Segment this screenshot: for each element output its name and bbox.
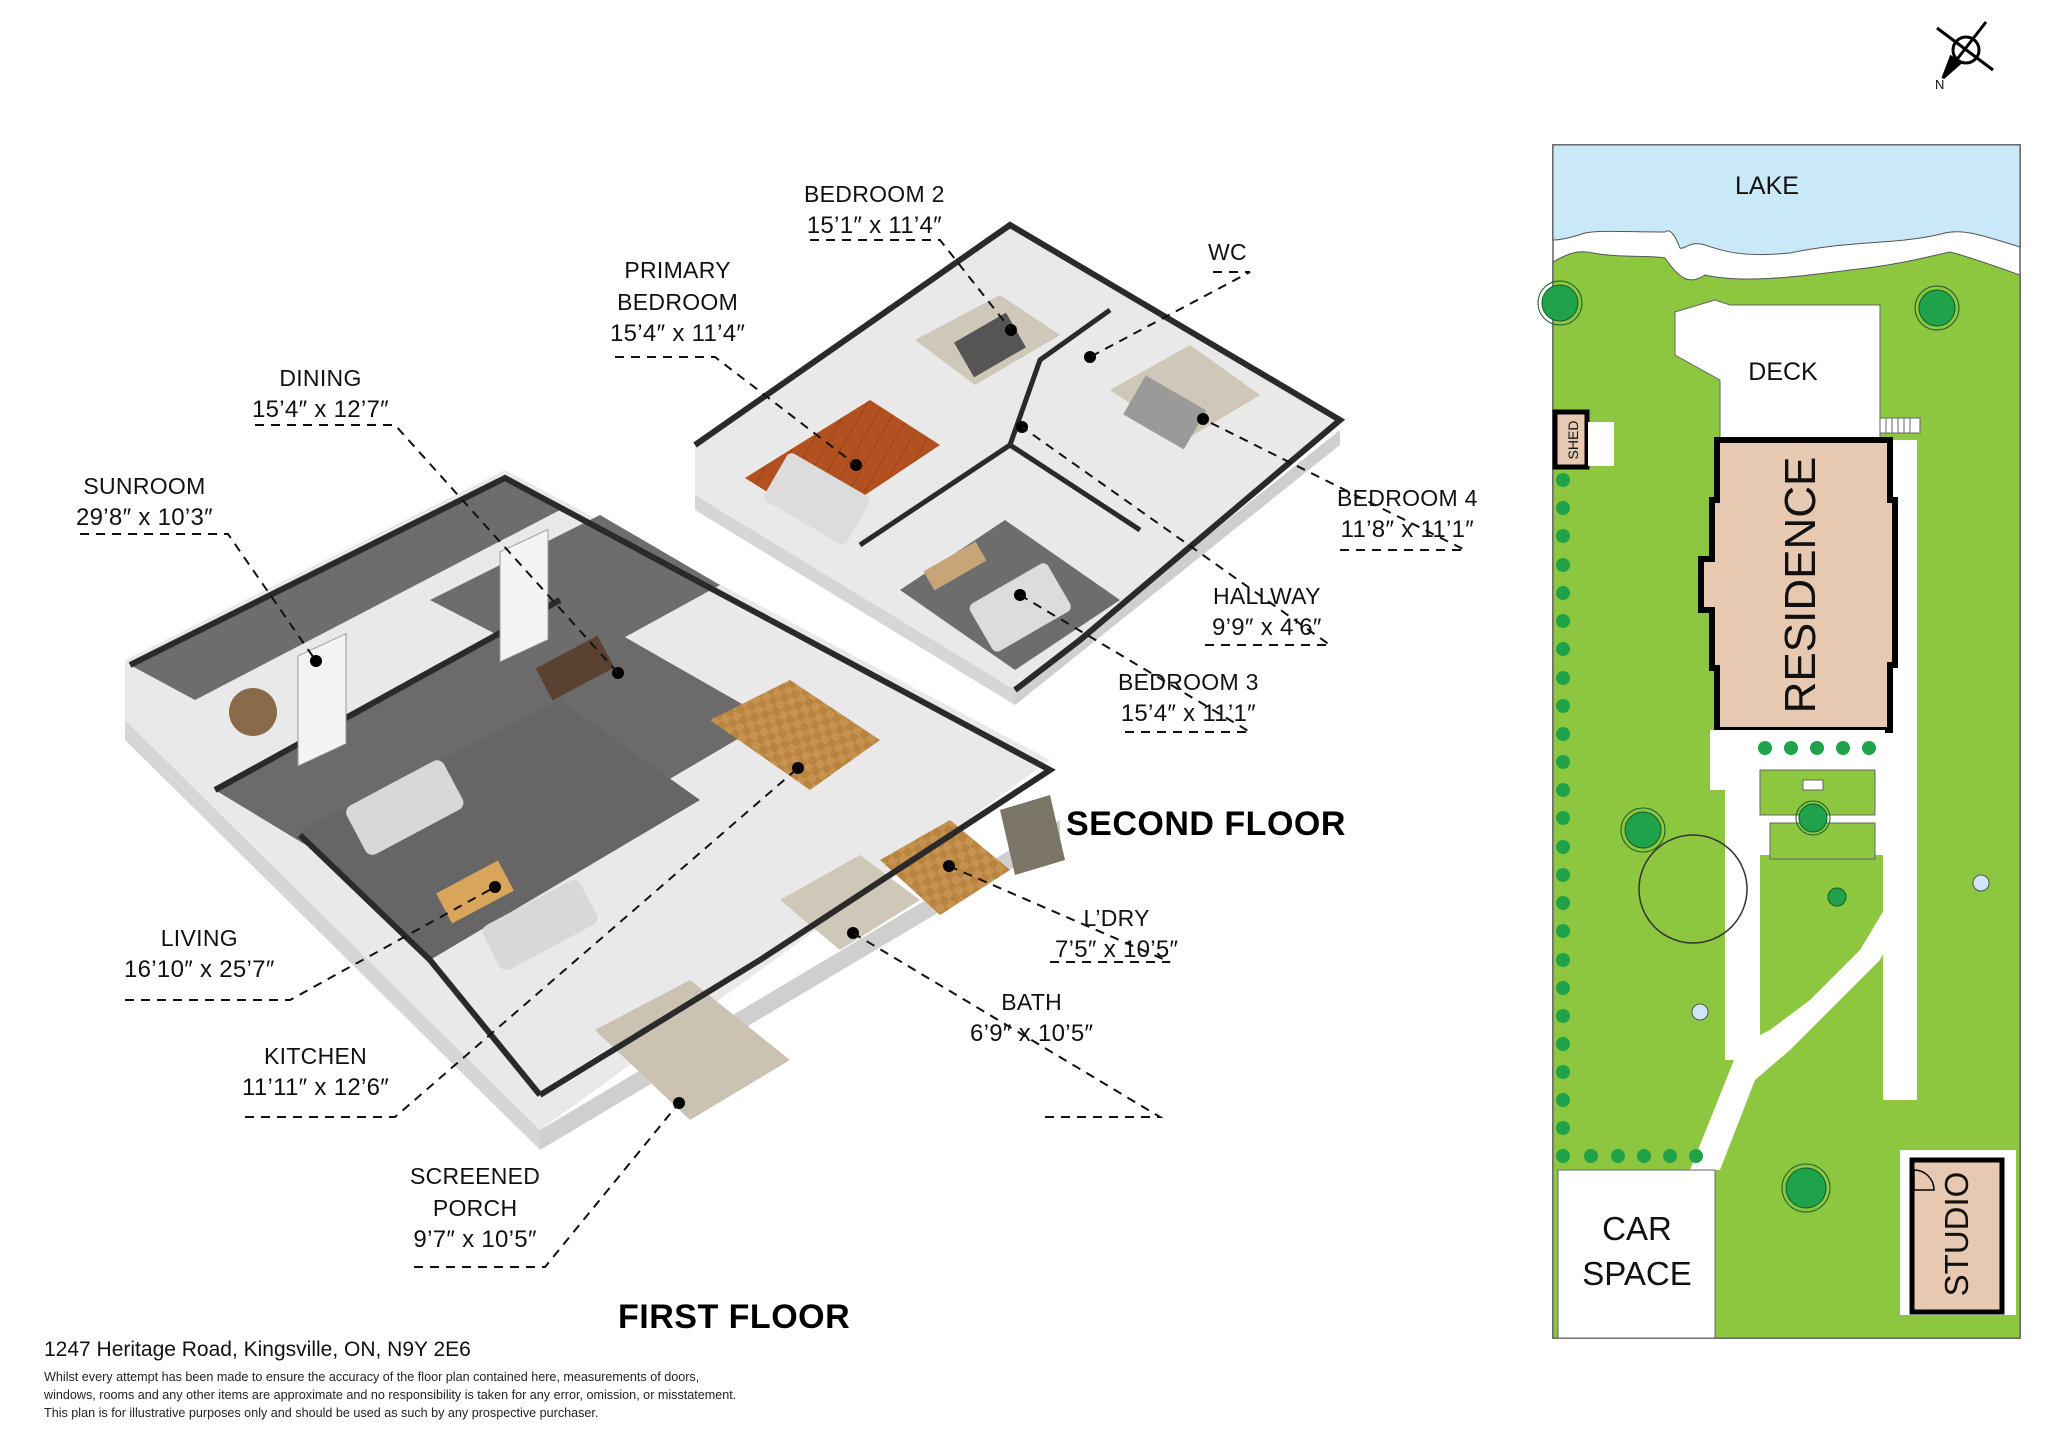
site-plan: LAKE DECK SHED RESIDENCE CAR SPACE STUDI… bbox=[1537, 144, 2021, 1339]
room-name: KITCHEN bbox=[264, 1043, 368, 1069]
room-label-bedroom-2: BEDROOM 2 15’1″ x 11’4″ bbox=[804, 178, 945, 242]
room-label-kitchen: KITCHEN 11’11″ x 12’6″ bbox=[242, 1040, 389, 1104]
room-name: WC bbox=[1208, 239, 1247, 265]
car-space-label-2: SPACE bbox=[1582, 1255, 1691, 1292]
room-name-line1: PRIMARY bbox=[624, 257, 731, 283]
wc-marker bbox=[1084, 351, 1096, 363]
north-compass-icon bbox=[1936, 21, 1994, 80]
room-dimensions: 15’4″ x 11’4″ bbox=[610, 320, 746, 347]
compass-north-label: N bbox=[1935, 77, 1945, 92]
room-name: LIVING bbox=[160, 925, 238, 951]
room-label-screened-porch: SCREENED PORCH 9’7″ x 10’5″ bbox=[410, 1160, 540, 1256]
room-label-dining: DINING 15’4″ x 12’7″ bbox=[252, 362, 389, 426]
room-label-wc: WC bbox=[1208, 236, 1247, 268]
room-name: SUNROOM bbox=[83, 473, 206, 499]
room-dimensions: 15’4″ x 11’1″ bbox=[1120, 700, 1256, 727]
car-space bbox=[1557, 1169, 1716, 1339]
disclaimer-line: Whilst every attempt has been made to en… bbox=[44, 1370, 700, 1384]
room-name-line1: SCREENED bbox=[410, 1163, 541, 1189]
living-marker bbox=[489, 881, 501, 893]
room-name: HALLWAY bbox=[1212, 583, 1321, 609]
first-floor-title: FIRST FLOOR bbox=[618, 1298, 851, 1336]
room-label-bedroom-3: BEDROOM 3 15’4″ x 11’1″ bbox=[1118, 666, 1259, 730]
room-dimensions: 11’11″ x 12’6″ bbox=[242, 1074, 390, 1101]
room-label-living: LIVING 16’10″ x 25’7″ bbox=[124, 922, 275, 986]
room-dimensions: 6’9″ x 10’5″ bbox=[970, 1020, 1094, 1047]
disclaimer-line: This plan is for illustrative purposes o… bbox=[44, 1406, 599, 1420]
lake bbox=[1552, 144, 2021, 256]
kitchen-floor bbox=[710, 680, 880, 790]
room-label-sunroom: SUNROOM 29’8″ x 10’3″ bbox=[76, 470, 213, 534]
porch-floor bbox=[595, 980, 790, 1120]
property-address: 1247 Heritage Road, Kingsville, ON, N9Y … bbox=[44, 1338, 471, 1361]
disclaimer: Whilst every attempt has been made to en… bbox=[44, 1368, 864, 1422]
room-label-laundry: L’DRY 7’5″ x 10’5″ bbox=[1055, 902, 1178, 966]
studio-label: STUDIO bbox=[1938, 1172, 1975, 1297]
room-dimensions: 29’8″ x 10’3″ bbox=[76, 504, 213, 531]
lake-label: LAKE bbox=[1735, 172, 1799, 200]
room-dimensions: 9’7″ x 10’5″ bbox=[413, 1226, 537, 1253]
bedroom-4-floor bbox=[1110, 345, 1260, 440]
first-floor-plan bbox=[125, 470, 1060, 1150]
room-name: DINING bbox=[279, 365, 362, 391]
room-name: L’DRY bbox=[1083, 905, 1150, 931]
room-name: BEDROOM 3 bbox=[1118, 669, 1259, 695]
deck-label: DECK bbox=[1748, 358, 1818, 386]
room-label-bath: BATH 6’9″ x 10’5″ bbox=[970, 986, 1093, 1050]
room-name: BATH bbox=[1001, 989, 1063, 1015]
room-name: BEDROOM 2 bbox=[804, 181, 945, 207]
room-label-primary-bedroom: PRIMARY BEDROOM 15’4″ x 11’4″ bbox=[610, 254, 745, 350]
sunroom-floor bbox=[130, 478, 560, 700]
room-name-line2: PORCH bbox=[432, 1195, 518, 1221]
sunroom-marker bbox=[310, 655, 322, 667]
room-dimensions: 7’5″ x 10’5″ bbox=[1055, 936, 1179, 963]
residence-building bbox=[1698, 437, 1898, 733]
leader-lines bbox=[80, 239, 1466, 1268]
second-floor-title: SECOND FLOOR bbox=[1066, 805, 1346, 843]
room-dimensions: 15’4″ x 12’7″ bbox=[252, 396, 389, 423]
shed-building bbox=[1552, 409, 1590, 470]
room-dimensions: 11’8″ x 11’1″ bbox=[1340, 516, 1475, 543]
room-dimensions: 16’10″ x 25’7″ bbox=[124, 956, 275, 983]
room-label-bedroom-4: BEDROOM 4 11’8″ x 11’1″ bbox=[1337, 482, 1478, 546]
room-dimensions: 15’1″ x 11’4″ bbox=[806, 212, 942, 239]
shed-label: SHED bbox=[1565, 421, 1581, 460]
room-dimensions: 9’9″ x 4’6″ bbox=[1212, 614, 1322, 641]
tree-icons bbox=[1537, 280, 1960, 1213]
room-name: BEDROOM 4 bbox=[1337, 485, 1478, 511]
hedge-row bbox=[1556, 473, 1876, 1163]
residence-label: RESIDENCE bbox=[1776, 457, 1825, 714]
second-floor-plan bbox=[693, 221, 1346, 875]
car-space-label-1: CAR bbox=[1602, 1210, 1672, 1247]
room-label-hallway: HALLWAY 9’9″ x 4’6″ bbox=[1212, 580, 1322, 644]
room-name-line2: BEDROOM bbox=[617, 289, 739, 315]
disclaimer-line: windows, rooms and any other items are a… bbox=[44, 1388, 737, 1402]
